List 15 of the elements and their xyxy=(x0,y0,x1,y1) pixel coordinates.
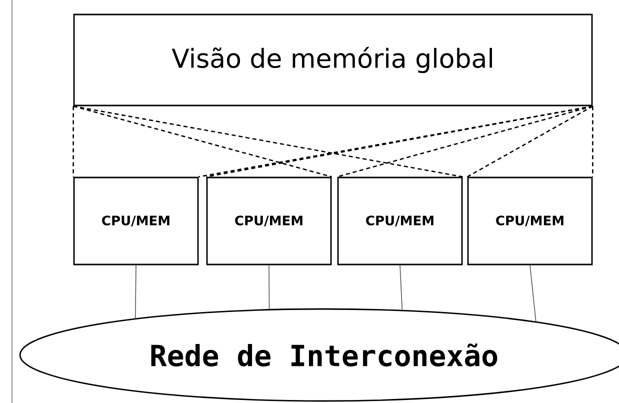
process-box: CPU/MEM xyxy=(206,176,332,266)
dashed-line xyxy=(73,106,332,178)
dashed-line xyxy=(337,106,593,178)
process-box: CPU/MEM xyxy=(73,176,199,266)
connector-line xyxy=(268,264,270,310)
dashed-line xyxy=(466,106,594,178)
dashed-line xyxy=(592,106,594,177)
process-box: CPU/MEM xyxy=(467,176,593,266)
connector-line xyxy=(530,264,536,322)
dashed-line xyxy=(73,106,463,178)
dashed-line xyxy=(72,106,74,177)
connector-line xyxy=(134,264,136,319)
memory-view-box: Visão de memória global xyxy=(73,14,593,106)
connector-line xyxy=(400,264,403,310)
process-box: CPU/MEM xyxy=(337,176,463,266)
